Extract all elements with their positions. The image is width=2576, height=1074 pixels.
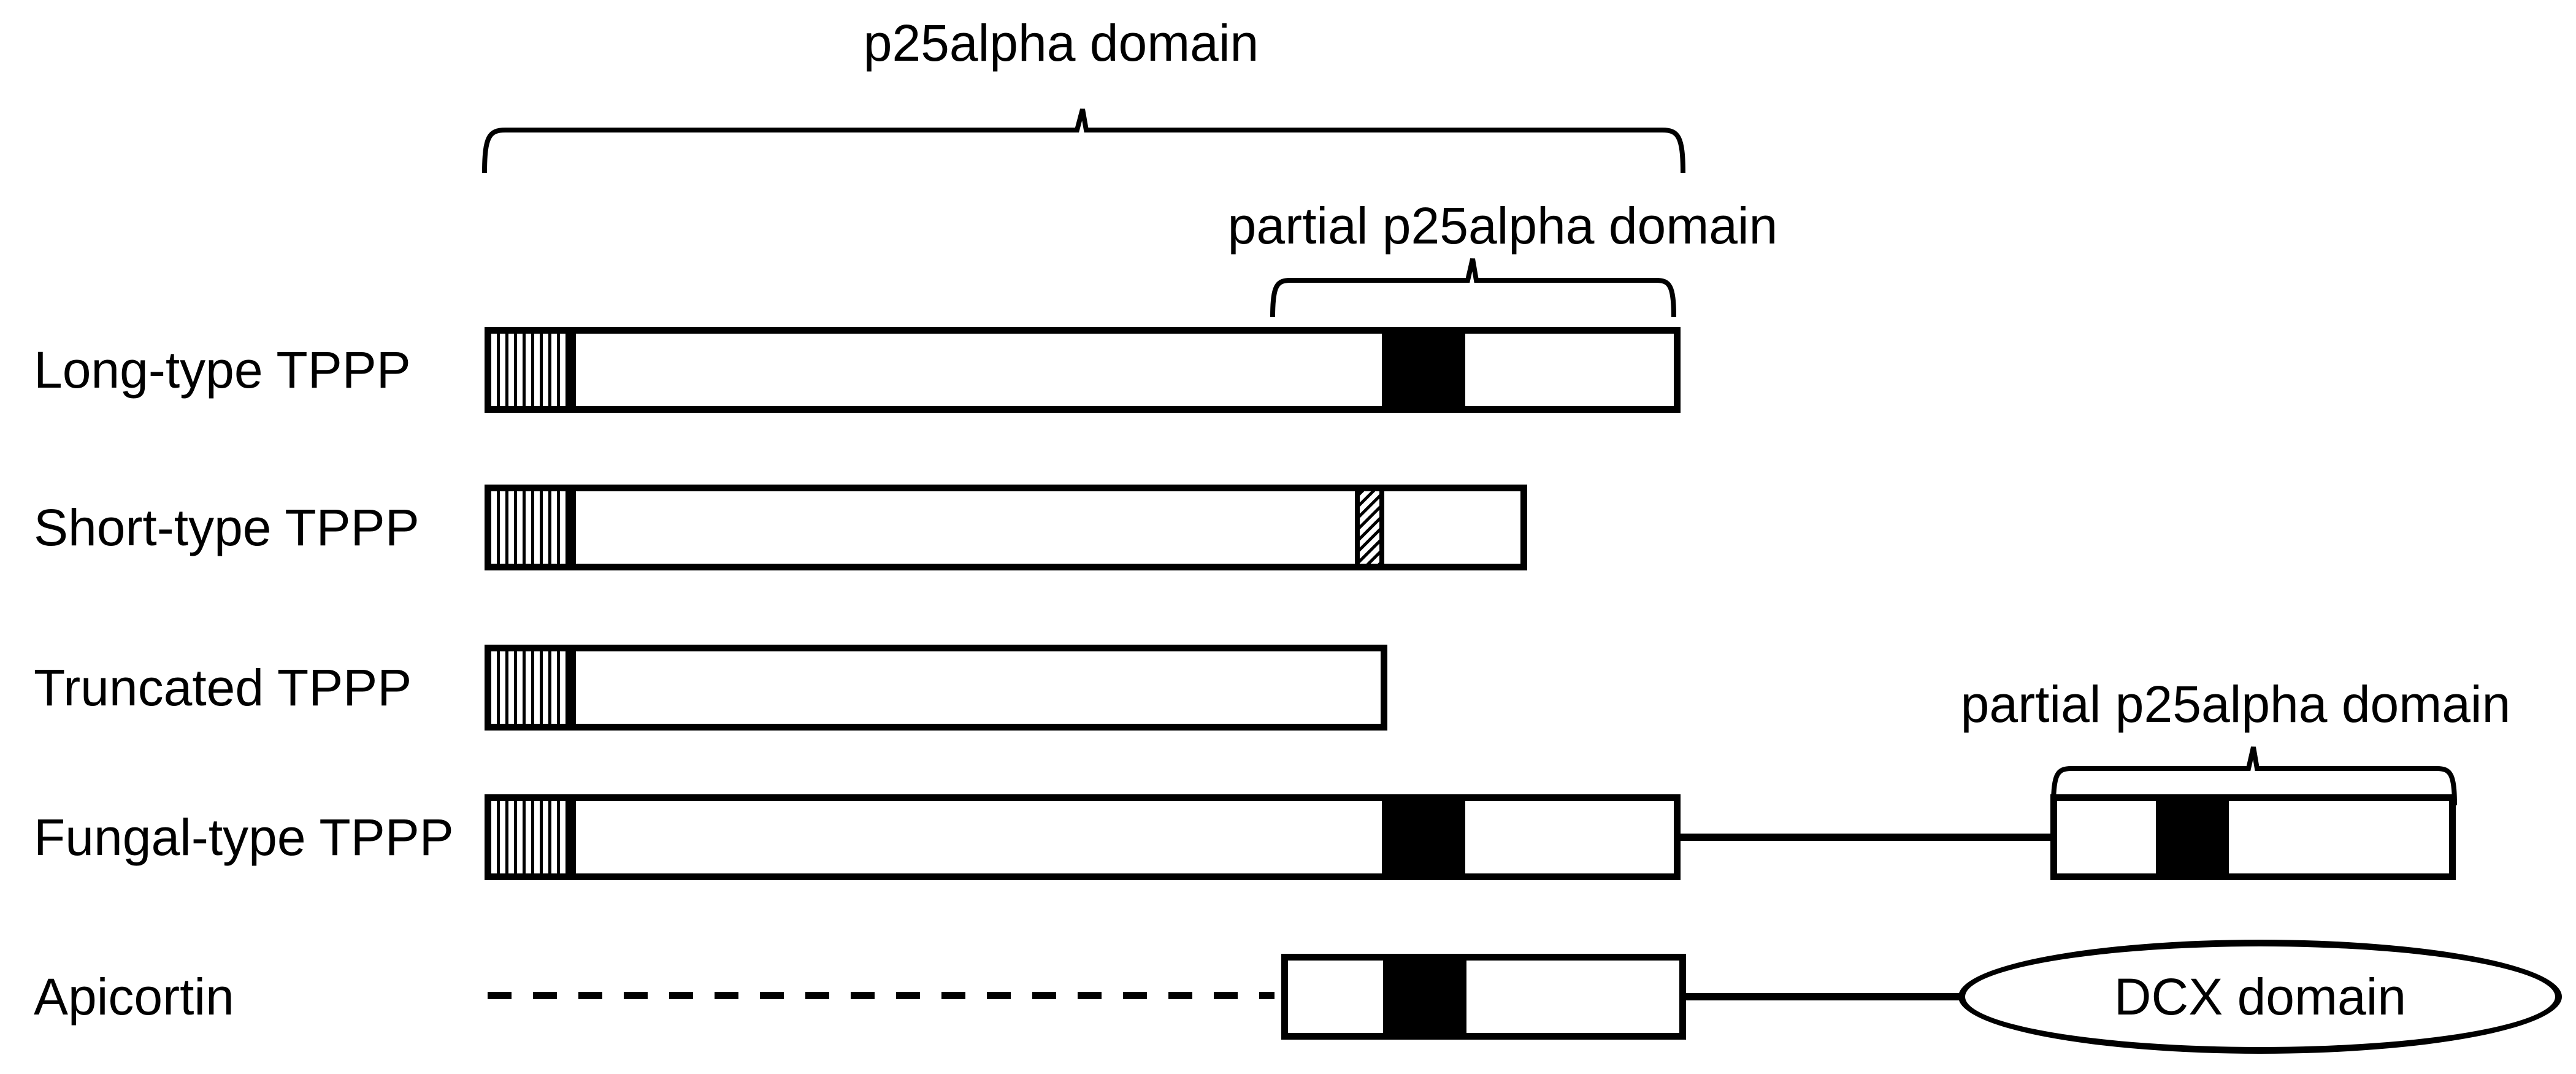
black-core-segment bbox=[1383, 961, 1466, 1033]
short-type-tppp-bar bbox=[485, 485, 1527, 570]
fungal-linker-line bbox=[1679, 834, 2050, 841]
striped-n-terminal-segment bbox=[491, 334, 576, 406]
apicortin-missing-region-dashed-line bbox=[488, 992, 1275, 999]
black-core-segment bbox=[2156, 801, 2229, 873]
brace-p25alpha-domain bbox=[482, 108, 1685, 174]
long-type-tppp-bar bbox=[485, 327, 1681, 413]
row-label-fungal-type-tppp: Fungal-type TPPP bbox=[34, 808, 454, 866]
dcx-domain-ellipse: DCX domain bbox=[1958, 940, 2562, 1054]
row-label-long-type-tppp: Long-type TPPP bbox=[34, 340, 411, 399]
row-label-short-type-tppp: Short-type TPPP bbox=[34, 498, 420, 556]
truncated-tppp-bar bbox=[485, 645, 1387, 731]
brace-partial-p25alpha-domain-top bbox=[1270, 258, 1676, 318]
black-core-segment bbox=[1382, 801, 1465, 873]
fungal-type-tppp-partial-domain-bar bbox=[2050, 794, 2456, 880]
brace-partial-p25alpha-domain-fungal bbox=[2051, 746, 2457, 806]
striped-n-terminal-segment bbox=[491, 651, 576, 724]
annotation-partial-p25alpha-domain-fungal: partial p25alpha domain bbox=[1960, 675, 2511, 733]
fungal-type-tppp-main-bar bbox=[485, 794, 1681, 880]
apicortin-partial-domain-bar bbox=[1281, 954, 1686, 1040]
apicortin-linker-line bbox=[1685, 993, 1961, 1000]
row-label-apicortin: Apicortin bbox=[34, 967, 234, 1026]
annotation-p25alpha-domain: p25alpha domain bbox=[863, 13, 1259, 72]
hatched-core-segment bbox=[1355, 491, 1384, 564]
striped-n-terminal-segment bbox=[491, 491, 576, 564]
dcx-domain-label: DCX domain bbox=[2114, 967, 2407, 1026]
annotation-partial-p25alpha-domain-top: partial p25alpha domain bbox=[1227, 196, 1778, 255]
row-label-truncated-tppp: Truncated TPPP bbox=[34, 658, 412, 716]
striped-n-terminal-segment bbox=[491, 801, 576, 873]
black-core-segment bbox=[1382, 334, 1465, 406]
